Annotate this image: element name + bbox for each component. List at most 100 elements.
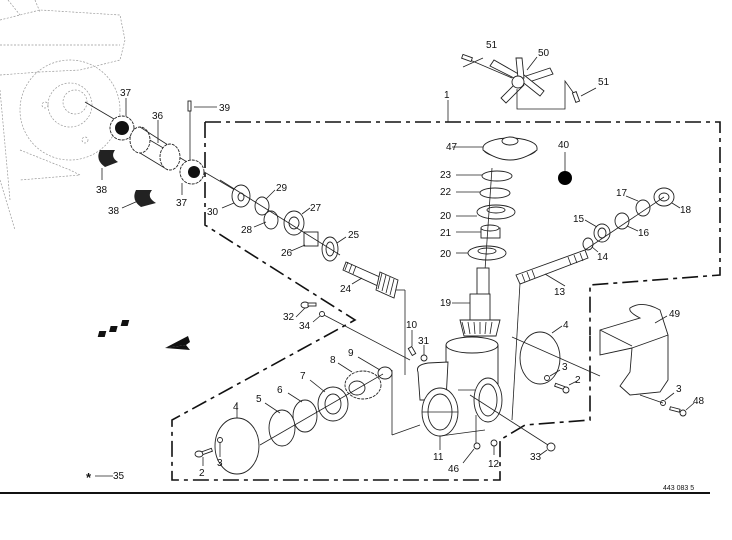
part-19-pinion-shaft: [459, 267, 501, 337]
callout-17: 17: [616, 188, 628, 199]
part-4-cover-right: [519, 331, 561, 385]
direction-arrow-icon: [97, 320, 190, 350]
part-49-bracket: [599, 304, 669, 396]
callout-20-top: 20: [440, 211, 452, 222]
callout-49: 49: [669, 309, 681, 320]
part-31-ring: [420, 354, 428, 362]
callout-36: 36: [152, 111, 164, 122]
callout-19: 19: [440, 298, 452, 309]
part-8-bevel-gear: [344, 370, 382, 400]
callout-37-top: 37: [120, 88, 132, 99]
callout-47: 47: [446, 142, 458, 153]
part-20-bearing-top: [476, 204, 516, 220]
callout-29: 29: [276, 183, 288, 194]
part-38-chain-lower: [134, 190, 156, 207]
part-38-chain-upper: [98, 150, 118, 167]
part-24-bevel-shaft: [342, 261, 399, 299]
part-20-bearing-bottom: [467, 245, 507, 261]
part-26-spacer: [303, 231, 319, 247]
callout-6: 6: [277, 385, 283, 396]
callout-14: 14: [597, 252, 609, 263]
callout-39: 39: [219, 103, 231, 114]
part-47-cap: [482, 136, 538, 161]
callout-35: 35: [113, 471, 125, 482]
part-28-ring: [263, 210, 279, 230]
part-13-shaft: [515, 249, 589, 285]
part-37-sprocket-left: [109, 115, 135, 141]
part-40-dot: [558, 171, 572, 185]
part-2-bolt-right: [554, 382, 570, 394]
callout-31: 31: [418, 336, 430, 347]
callout-33: 33: [530, 452, 542, 463]
callout-51-right: 51: [598, 77, 610, 88]
part-21-spacer: [480, 224, 501, 239]
part-10-nipple: [407, 345, 417, 357]
callout-18: 18: [680, 205, 692, 216]
callout-51-left: 51: [486, 40, 498, 51]
part-50-cover-star: [489, 57, 554, 104]
callout-7: 7: [300, 371, 306, 382]
callout-4-right: 4: [563, 320, 569, 331]
part-16-ring: [614, 212, 630, 230]
callout-3-right: 3: [562, 362, 568, 373]
callout-10: 10: [406, 320, 418, 331]
callout-5: 5: [256, 394, 262, 405]
callout-38-lower: 38: [108, 206, 120, 217]
callout-37-bottom: 37: [176, 198, 188, 209]
part-36-chain-drum: [129, 126, 181, 171]
part-23-ring: [481, 170, 513, 182]
asterisk-symbol: *: [86, 470, 92, 485]
callout-30: 30: [207, 207, 219, 218]
callout-4-left: 4: [233, 402, 239, 413]
part-34-washer: [319, 311, 325, 317]
part-3-washer-right: [544, 375, 550, 381]
callout-15: 15: [573, 214, 585, 225]
callout-16: 16: [638, 228, 650, 239]
callout-21: 21: [440, 228, 452, 239]
part-9-ring: [377, 366, 393, 380]
part-5-circlip: [268, 409, 296, 447]
callout-38-upper: 38: [96, 185, 108, 196]
callout-23: 23: [440, 170, 452, 181]
callout-50: 50: [538, 48, 550, 59]
part-33-nut: [546, 442, 556, 452]
callout-3-left: 3: [217, 458, 223, 469]
part-2-bolt-left: [194, 447, 213, 458]
callout-1: 1: [444, 90, 450, 101]
part-12-plug: [490, 439, 498, 447]
callout-48: 48: [693, 396, 705, 407]
part-14-ring: [582, 237, 594, 251]
callout-20-bottom: 20: [440, 249, 452, 260]
part-46-plug: [473, 442, 481, 450]
part-6-ring: [292, 399, 318, 433]
callout-2-right: 2: [575, 375, 581, 386]
part-39-pin: [187, 100, 192, 112]
part-22-ring: [479, 187, 511, 199]
assembly-boundary: [171, 121, 721, 481]
part-32-bolt: [300, 301, 317, 309]
part-48-bolt: [669, 406, 687, 417]
part-17-ring: [635, 199, 651, 217]
callout-3-bracket: 3: [676, 384, 682, 395]
callout-24: 24: [340, 284, 352, 295]
callout-8: 8: [330, 355, 336, 366]
part-3-washer-left: [217, 437, 223, 443]
part-11-gearbox-housing: [417, 336, 503, 437]
callout-32: 32: [283, 312, 295, 323]
callout-34: 34: [299, 321, 311, 332]
callout-26: 26: [281, 248, 293, 259]
callout-13: 13: [554, 287, 566, 298]
callout-9: 9: [348, 348, 354, 359]
callout-28: 28: [241, 225, 253, 236]
part-7-bearing: [317, 386, 349, 422]
machine-housing-outline: [0, 0, 126, 231]
callout-11: 11: [433, 452, 444, 463]
part-27-bearing: [283, 210, 305, 236]
part-30-washer: [231, 184, 251, 208]
callout-22: 22: [440, 187, 452, 198]
callout-25: 25: [348, 230, 360, 241]
drawing-reference-number: 443 083 5: [663, 485, 694, 492]
callout-40: 40: [558, 140, 570, 151]
